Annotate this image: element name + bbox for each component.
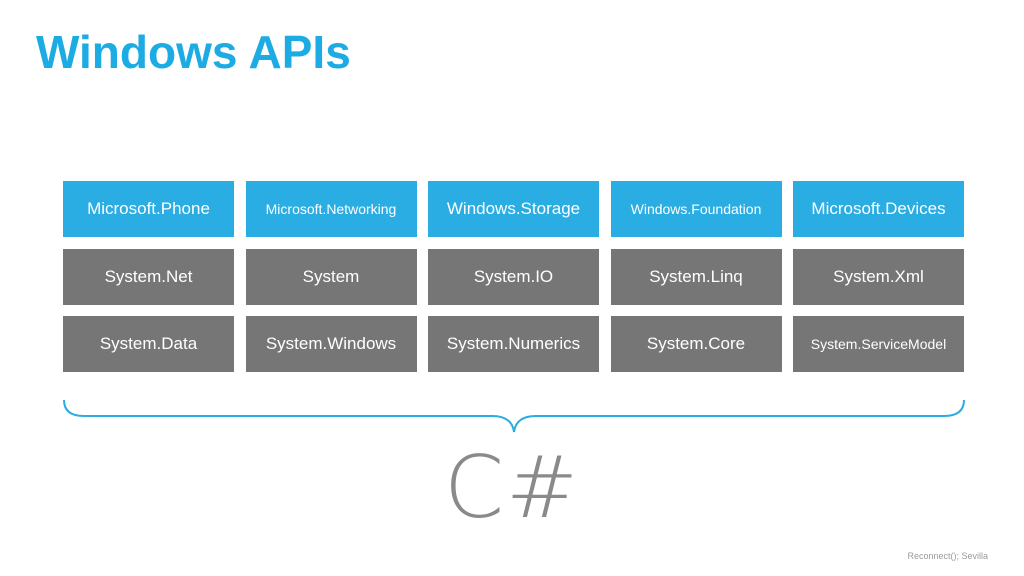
- api-box-system-windows: System.Windows: [245, 316, 417, 372]
- curly-brace: [63, 399, 965, 433]
- api-box-microsoft-devices: Microsoft.Devices: [793, 181, 964, 237]
- footer-text: Reconnect(); Sevilla: [907, 551, 988, 561]
- csharp-label: C#: [443, 438, 581, 538]
- api-box-microsoft-phone: Microsoft.Phone: [63, 181, 234, 237]
- api-box-system-xml: System.Xml: [793, 248, 964, 305]
- api-box-windows-storage: Windows.Storage: [428, 181, 599, 237]
- api-box-windows-foundation: Windows.Foundation: [610, 181, 782, 237]
- api-box-system: System: [245, 248, 417, 305]
- api-box-system-net: System.Net: [63, 248, 234, 305]
- page-title: Windows APIs: [36, 26, 351, 78]
- api-box-system-servicemodel: System.ServiceModel: [793, 316, 964, 372]
- api-box-system-data: System.Data: [63, 316, 234, 372]
- api-box-system-linq: System.Linq: [610, 248, 782, 305]
- api-box-system-numerics: System.Numerics: [428, 316, 599, 372]
- api-box-system-io: System.IO: [428, 248, 599, 305]
- api-grid: Microsoft.Phone Microsoft.Networking Win…: [63, 181, 964, 372]
- api-box-system-core: System.Core: [610, 316, 782, 372]
- api-box-microsoft-networking: Microsoft.Networking: [245, 181, 417, 237]
